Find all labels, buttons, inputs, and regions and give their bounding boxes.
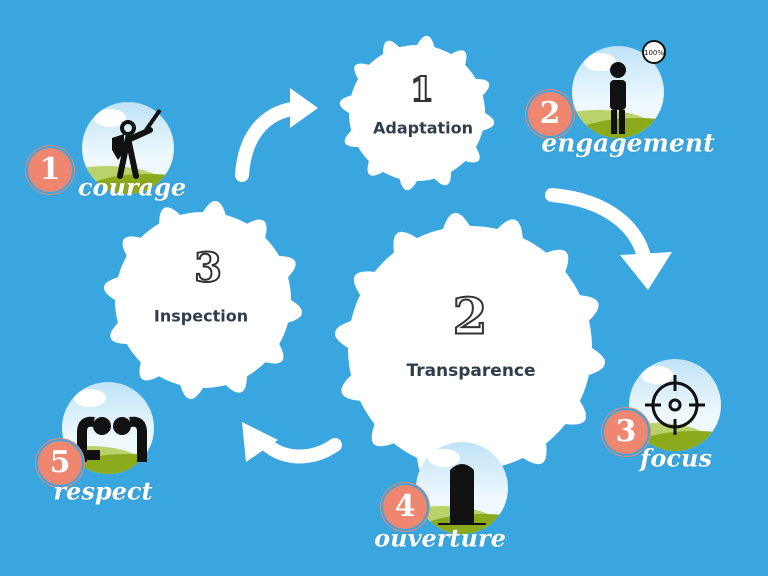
value-badge: 1 bbox=[28, 148, 72, 192]
value-label-engagement: engagement bbox=[541, 128, 715, 158]
gear-adaptation bbox=[339, 35, 495, 191]
value-label-ouverture: ouverture bbox=[374, 523, 506, 553]
people-bowing-icon bbox=[62, 382, 154, 474]
person-100-percent-icon: 100% bbox=[572, 40, 666, 138]
engagement-icon-text: 100% bbox=[644, 49, 664, 57]
gear-label-adaptation: Adaptation bbox=[372, 118, 474, 138]
arrow-adaptation-to-transparence bbox=[545, 188, 652, 269]
gear-inspection bbox=[103, 200, 303, 400]
gear-number: 1 bbox=[409, 69, 435, 111]
value-badge: 2 bbox=[528, 92, 572, 136]
gear-label-transparence: Transparence bbox=[406, 361, 536, 381]
value-badge: 5 bbox=[38, 441, 82, 485]
gear-number: 3 bbox=[193, 244, 223, 293]
arrow-head bbox=[290, 88, 318, 128]
value-label-focus: focus bbox=[640, 443, 712, 473]
knight-with-sword-icon bbox=[82, 102, 174, 194]
value-label-courage: courage bbox=[77, 172, 187, 202]
crosshair-target-icon bbox=[629, 359, 721, 451]
open-door-icon bbox=[416, 442, 508, 534]
gear-number: 2 bbox=[452, 286, 489, 347]
gear-label-inspection: Inspection bbox=[153, 306, 249, 326]
value-badge: 4 bbox=[383, 485, 427, 529]
arrow-head bbox=[620, 252, 672, 290]
gear-transparence bbox=[334, 212, 606, 484]
value-badge: 3 bbox=[604, 410, 648, 454]
arrow-head bbox=[242, 422, 278, 462]
value-label-respect: respect bbox=[53, 476, 153, 506]
